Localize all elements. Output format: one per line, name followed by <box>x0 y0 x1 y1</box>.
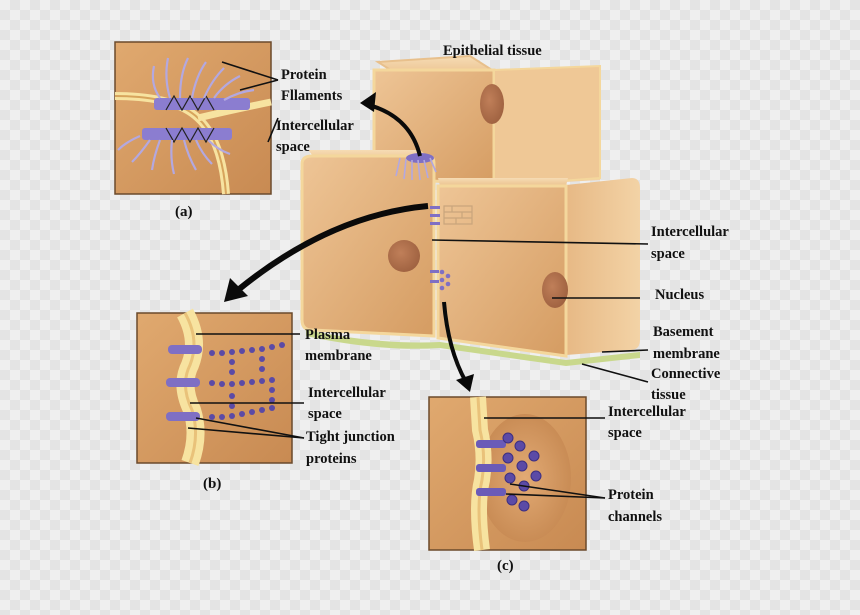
label-c-intercellular-line2: space <box>608 425 642 441</box>
lower-right-cell <box>438 178 568 356</box>
label-plasma-line1: Plasma <box>305 327 351 343</box>
label-tight-junction-line1: Tight junction <box>306 429 395 445</box>
label-b-intercellular-line2: space <box>308 406 342 422</box>
caption-b: (b) <box>203 476 221 492</box>
label-c-intercellular-line1: Intercellular <box>608 404 686 420</box>
lower-left-cell <box>302 150 434 336</box>
label-b-intercellular-line1: Intercellular <box>308 385 386 401</box>
title-epithelial-tissue: Epithelial tissue <box>443 43 542 59</box>
left-nucleus <box>388 240 420 272</box>
label-basement-line1: Basement <box>653 324 714 340</box>
right-nucleus <box>542 272 568 308</box>
label-connective-line1: Connective <box>651 366 721 382</box>
label-main-intercellular-line2: space <box>651 246 685 262</box>
caption-c: (c) <box>497 558 514 574</box>
label-tight-junction-line2: proteins <box>306 451 357 467</box>
top-nucleus <box>480 84 504 124</box>
label-main-intercellular-line1: Intercellular <box>651 224 729 240</box>
label-protein-filaments-line2: Fllaments <box>281 88 343 104</box>
label-connective-line2: tissue <box>651 387 686 403</box>
caption-a: (a) <box>175 204 193 220</box>
label-basement-line2: membrane <box>653 346 720 362</box>
label-protein-channels-line1: Protein <box>608 487 654 503</box>
label-protein-channels-line2: channels <box>608 509 662 525</box>
inset-c-gap-junction <box>429 397 586 550</box>
label-protein-filaments-line1: Protein <box>281 67 327 83</box>
epithelial-block <box>302 56 640 366</box>
inset-a-desmosome <box>115 42 271 194</box>
label-nucleus: Nucleus <box>655 287 705 303</box>
label-a-intercellular-line2: space <box>276 139 310 155</box>
label-plasma-line2: membrane <box>305 348 372 364</box>
inset-b-tight-junction <box>137 313 292 463</box>
label-a-intercellular-line1: Intercellular <box>276 118 354 134</box>
right-side <box>566 178 640 355</box>
